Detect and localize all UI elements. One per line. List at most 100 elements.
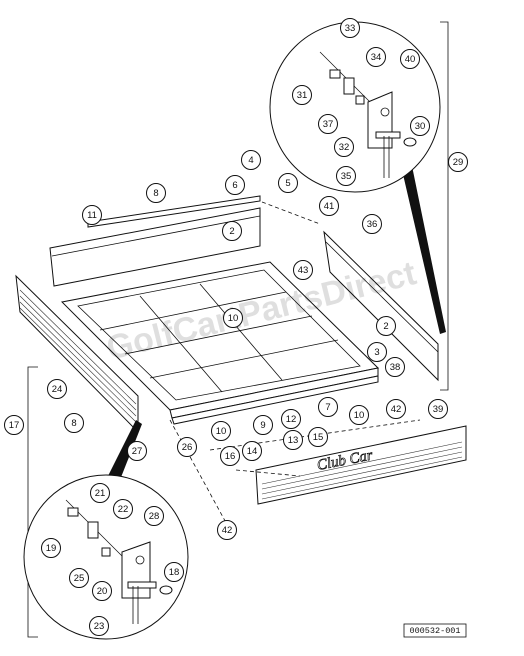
callout-label: 42 [391, 404, 402, 415]
callout-circle [386, 399, 406, 419]
callout-circle [319, 196, 339, 216]
callout-circle [90, 483, 110, 503]
callout-label: 37 [323, 119, 334, 130]
callout-label: 10 [228, 313, 239, 324]
callout-label: 17 [9, 420, 20, 431]
callout-18: 18 [164, 562, 184, 582]
callout-circle [82, 205, 102, 225]
callout-circle [222, 221, 242, 241]
callout-label: 12 [286, 414, 297, 425]
bracket-17 [27, 366, 38, 638]
callout-label: 35 [341, 171, 352, 182]
callout-circle [428, 399, 448, 419]
callout-16: 16 [220, 446, 240, 466]
callout-label: 29 [453, 157, 464, 168]
callout-circle [318, 114, 338, 134]
callout-circle [223, 308, 243, 328]
callout-circle [336, 166, 356, 186]
callout-7: 7 [318, 397, 338, 417]
callout-label: 2 [383, 321, 388, 332]
callout-circle [293, 260, 313, 280]
callout-5: 5 [278, 173, 298, 193]
callout-label: 8 [71, 418, 76, 429]
figure-number: 000532-001 [409, 626, 460, 636]
callout-label: 13 [288, 435, 299, 446]
callout-circle [283, 430, 303, 450]
callout-circle [113, 499, 133, 519]
callout-circle [318, 397, 338, 417]
callout-label: 23 [94, 621, 105, 632]
callout-circle [89, 616, 109, 636]
callout-circle [400, 49, 420, 69]
callout-label: 24 [52, 384, 63, 395]
callout-circle [376, 316, 396, 336]
callout-35: 35 [336, 166, 356, 186]
callout-circle [366, 47, 386, 67]
callout-6: 6 [225, 175, 245, 195]
callout-8: 8 [64, 413, 84, 433]
callout-32: 32 [334, 137, 354, 157]
callout-label: 41 [324, 201, 335, 212]
callout-40: 40 [400, 49, 420, 69]
callout-circle [41, 538, 61, 558]
callout-label: 18 [169, 567, 180, 578]
callout-label: 26 [182, 442, 193, 453]
callout-label: 14 [247, 446, 258, 457]
callout-14: 14 [242, 441, 262, 461]
callout-circle [220, 446, 240, 466]
callout-label: 16 [225, 451, 236, 462]
callout-15: 15 [308, 427, 328, 447]
callout-label: 10 [216, 426, 227, 437]
callout-label: 40 [405, 54, 416, 65]
callout-10: 10 [211, 421, 231, 441]
callout-43: 43 [293, 260, 313, 280]
callout-circle [242, 441, 262, 461]
callout-circle [47, 379, 67, 399]
callout-label: 15 [313, 432, 324, 443]
callout-circle [385, 357, 405, 377]
bed-assembly: Club Car [15, 166, 467, 531]
callout-25: 25 [69, 568, 89, 588]
callout-label: 22 [118, 504, 129, 515]
callout-37: 37 [318, 114, 338, 134]
callout-circle [278, 173, 298, 193]
callout-circle [164, 562, 184, 582]
callout-circle [340, 18, 360, 38]
callout-circle [241, 150, 261, 170]
callout-3: 3 [367, 342, 387, 362]
side-panel-right [323, 230, 439, 382]
callout-label: 25 [74, 573, 85, 584]
callout-label: 4 [248, 155, 253, 166]
callout-27: 27 [127, 441, 147, 461]
callout-19: 19 [41, 538, 61, 558]
callout-label: 31 [297, 90, 308, 101]
callout-30: 30 [410, 116, 430, 136]
callout-label: 11 [87, 210, 97, 221]
callout-circle [362, 214, 382, 234]
callout-label: 8 [153, 188, 158, 199]
callout-circle [177, 437, 197, 457]
callout-label: 27 [132, 446, 143, 457]
callout-39: 39 [428, 399, 448, 419]
callout-label: 38 [390, 362, 401, 373]
callout-label: 19 [46, 543, 57, 554]
detail-latch-upper [269, 21, 441, 193]
callout-circle [127, 441, 147, 461]
callout-36: 36 [362, 214, 382, 234]
callout-33: 33 [340, 18, 360, 38]
callout-label: 21 [95, 488, 106, 499]
callout-label: 33 [345, 23, 356, 34]
callout-circle [146, 183, 166, 203]
callout-label: 32 [339, 142, 350, 153]
callout-17: 17 [4, 415, 24, 435]
callout-circle [211, 421, 231, 441]
callout-11: 11 [82, 205, 102, 225]
callout-26: 26 [177, 437, 197, 457]
callout-circle [4, 415, 24, 435]
callout-label: 43 [298, 265, 309, 276]
callout-31: 31 [292, 85, 312, 105]
callout-circle [217, 520, 237, 540]
callout-label: 20 [97, 586, 108, 597]
